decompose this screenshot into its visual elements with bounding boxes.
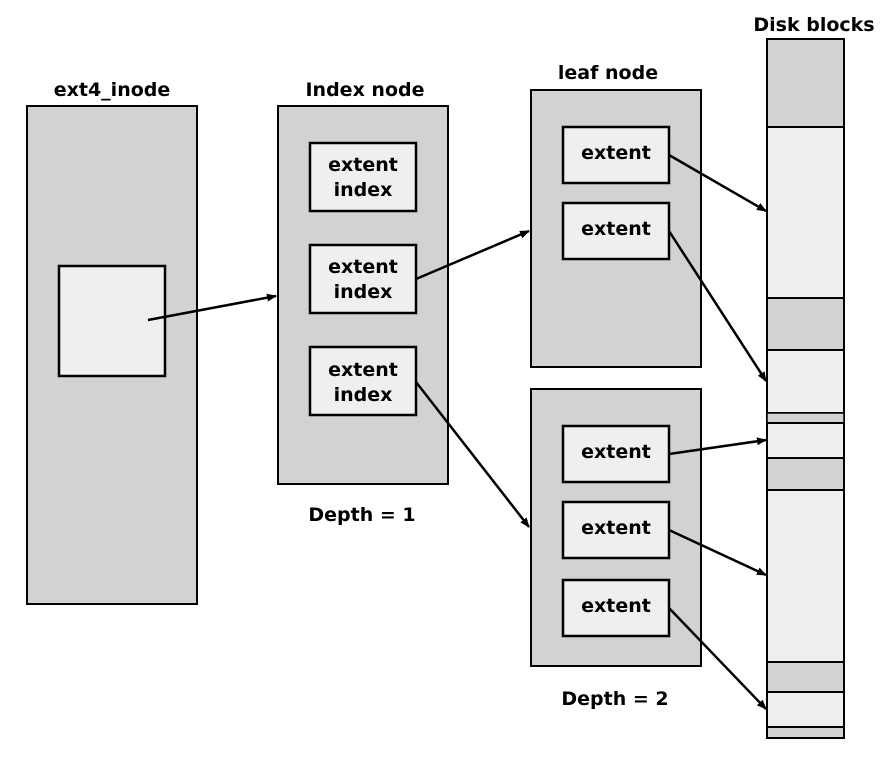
leaf-nodes-group: leaf node extent extent extent extent ex… [530, 62, 702, 710]
extent-index-label-line2: index [334, 179, 393, 201]
arrow-extent-to-disk [667, 230, 768, 382]
arrow-extent-to-disk [668, 528, 767, 577]
arrows-group [147, 153, 768, 710]
arrow-index-to-leaf-top [415, 229, 530, 281]
leaf-extent-label: extent [581, 218, 651, 240]
leaf-extent: extent [561, 201, 671, 261]
disk-block-allocated [766, 422, 845, 459]
depth-1-label: Depth = 1 [308, 504, 415, 526]
disk-block-allocated [766, 489, 845, 663]
leaf-extent: extent [561, 578, 671, 638]
inode-title: ext4_inode [54, 79, 171, 101]
leaf-node-title: leaf node [558, 62, 658, 84]
arrow-extent-to-disk [668, 153, 767, 213]
leaf-extent-label: extent [581, 595, 651, 617]
extent-index-label-line1: extent [328, 359, 398, 381]
inode-group: ext4_inode [26, 79, 198, 605]
disk-block-allocated [766, 126, 845, 299]
disk-block-allocated [766, 349, 845, 414]
extent-index-label-line1: extent [328, 154, 398, 176]
leaf-extent-label: extent [581, 142, 651, 164]
arrow-extent-to-disk [668, 437, 767, 456]
arrow-inode-to-index [147, 293, 277, 322]
disk-block-divider [766, 412, 845, 424]
extent-index-label-line1: extent [328, 256, 398, 278]
leaf-extent: extent [561, 424, 671, 484]
depth-2-label: Depth = 2 [561, 688, 668, 710]
leaf-extent-label: extent [581, 441, 651, 463]
index-node-group: Index node extent index extent index ext… [277, 79, 449, 526]
disk-block-allocated [766, 691, 845, 728]
extent-index-entry: extent index [308, 345, 418, 417]
leaf-extent: extent [561, 125, 671, 185]
arrow-extent-to-disk [668, 607, 767, 710]
extent-index-label-line2: index [334, 384, 393, 406]
disk-blocks-title: Disk blocks [753, 14, 874, 36]
leaf-extent-label: extent [581, 517, 651, 539]
leaf-extent: extent [561, 500, 671, 560]
extent-index-label-line2: index [334, 281, 393, 303]
arrow-index-to-leaf-bottom [415, 381, 530, 528]
extent-index-entry: extent index [308, 243, 418, 315]
inode-extent-root [57, 264, 167, 378]
disk-blocks-group: Disk blocks [753, 14, 875, 739]
extent-index-entry: extent index [308, 141, 418, 213]
index-node-title: Index node [305, 79, 424, 101]
